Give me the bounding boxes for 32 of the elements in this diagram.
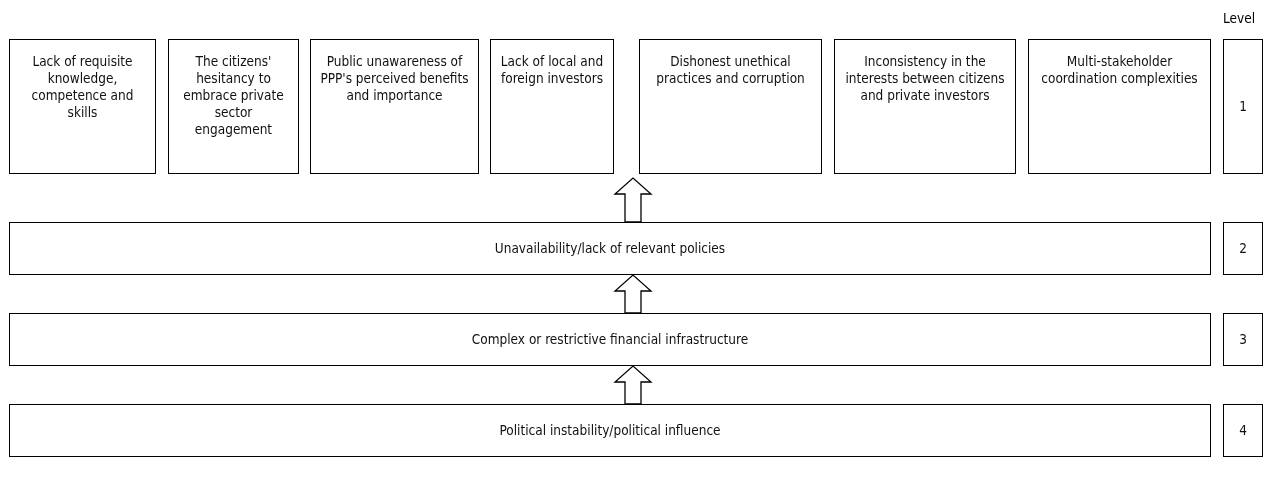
- block-arrow: [613, 177, 653, 223]
- box-text: Multi-stakeholder coordination complexities: [1040, 53, 1199, 87]
- factor-box: [490, 39, 614, 174]
- factor-box: [9, 39, 156, 174]
- level-band: [9, 404, 1211, 457]
- box-text: Public unawareness of PPP's perceived benefits and importance: [319, 53, 470, 104]
- box-text: 4: [1239, 422, 1247, 439]
- factor-box: [310, 39, 479, 174]
- factor-box: [834, 39, 1016, 174]
- box-text: 3: [1239, 331, 1247, 348]
- box-text: 2: [1239, 240, 1247, 257]
- level-box: [1223, 404, 1263, 457]
- box-text: Unavailability/lack of relevant policies: [494, 240, 726, 257]
- level-box: [1223, 222, 1263, 275]
- factor-box: [1028, 39, 1211, 174]
- box-text: Political instability/political influence: [499, 422, 721, 439]
- box-text: 1: [1239, 98, 1247, 115]
- box-text: Lack of local and foreign investors: [499, 53, 605, 87]
- factor-box: [168, 39, 299, 174]
- level-band: [9, 222, 1211, 275]
- block-arrow: [613, 274, 653, 314]
- box-text: Lack of requisite knowledge, competence and skills: [30, 53, 135, 121]
- column-heading: Level: [1223, 10, 1256, 26]
- box-text: Inconsistency in the interests between citizens and private investors: [844, 53, 1006, 104]
- box-text: The citizens' hesitancy to embrace private sector engagement: [182, 53, 285, 138]
- level-box: [1223, 313, 1263, 366]
- box-text: Dishonest unethical practices and corruption: [655, 53, 806, 87]
- box-text: Complex or restrictive financial infrastructure: [471, 331, 749, 348]
- level-band: [9, 313, 1211, 366]
- block-arrow: [613, 365, 653, 405]
- factor-box: [1223, 39, 1263, 174]
- factor-box: [639, 39, 822, 174]
